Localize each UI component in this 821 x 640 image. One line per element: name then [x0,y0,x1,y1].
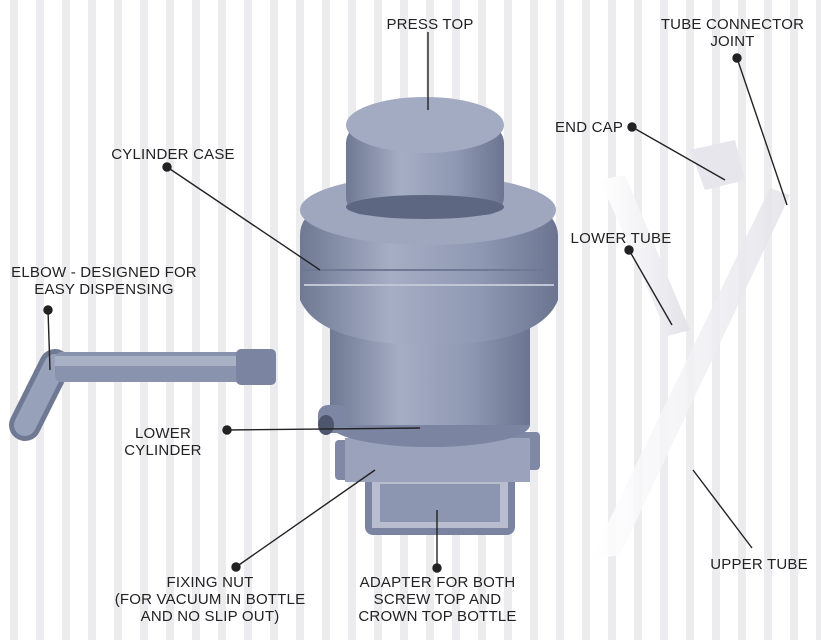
label-upper-tube: UPPER TUBE [710,556,808,573]
label-end-cap: END CAP [554,119,624,136]
label-elbow: ELBOW - DESIGNED FOR EASY DISPENSING [11,264,197,298]
leader-upper-tube [692,469,753,549]
label-adapter: ADAPTER FOR BOTH SCREW TOP AND CROWN TOP… [358,574,517,625]
tubes [590,140,790,560]
end-cap-shape [690,140,745,190]
elbow-tube [9,349,276,441]
label-tube-connector-joint: TUBE CONNECTOR JOINT [660,16,805,50]
leader-tube-connector [736,57,788,206]
leader-lines [43,32,788,573]
label-press-top: PRESS TOP [386,16,474,33]
label-cylinder-case: CYLINDER CASE [111,146,235,163]
pump-body [300,97,558,535]
label-fixing-nut: FIXING NUT (FOR VACUUM IN BOTTLE AND NO … [114,574,306,625]
leader-lower-cylinder [226,427,421,431]
upper-tube-shape [590,188,790,560]
label-lower-cylinder: LOWER CYLINDER [124,425,202,459]
leader-lower-tube [628,249,673,326]
leader-end-cap [631,126,726,181]
label-lower-tube: LOWER TUBE [570,230,672,247]
leader-fixing-nut [235,469,376,568]
leader-elbow [47,309,51,371]
lower-tube-shape [600,175,690,336]
leader-cylinder-case [166,166,321,271]
